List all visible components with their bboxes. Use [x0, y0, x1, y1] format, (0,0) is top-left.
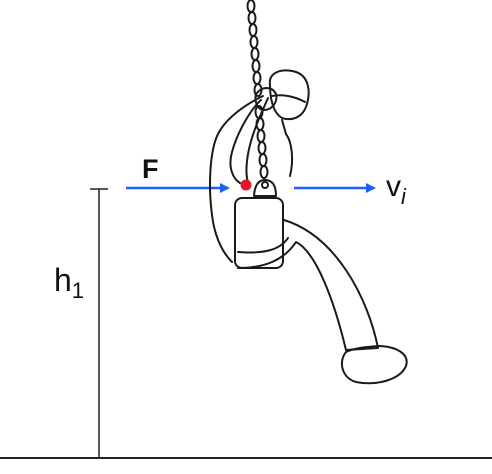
foot-icon — [340, 345, 408, 385]
velocity-label-sub: i — [401, 184, 407, 209]
head-icon — [268, 69, 310, 121]
swing-seat-icon — [234, 197, 284, 269]
velocity-label-base: v — [386, 170, 401, 203]
force-label: F — [142, 154, 159, 184]
arm-icon — [229, 99, 262, 184]
seat-bracket-icon — [253, 179, 277, 197]
center-of-mass-dot — [240, 179, 252, 191]
person-on-chain-swing-icon — [209, 0, 408, 385]
torso-icon — [209, 95, 264, 263]
leg-icon — [237, 219, 379, 351]
height-label-sub: 1 — [72, 278, 84, 303]
velocity-label: vi — [386, 170, 407, 209]
height-label: h1 — [54, 262, 84, 303]
height-label-base: h — [54, 262, 72, 298]
